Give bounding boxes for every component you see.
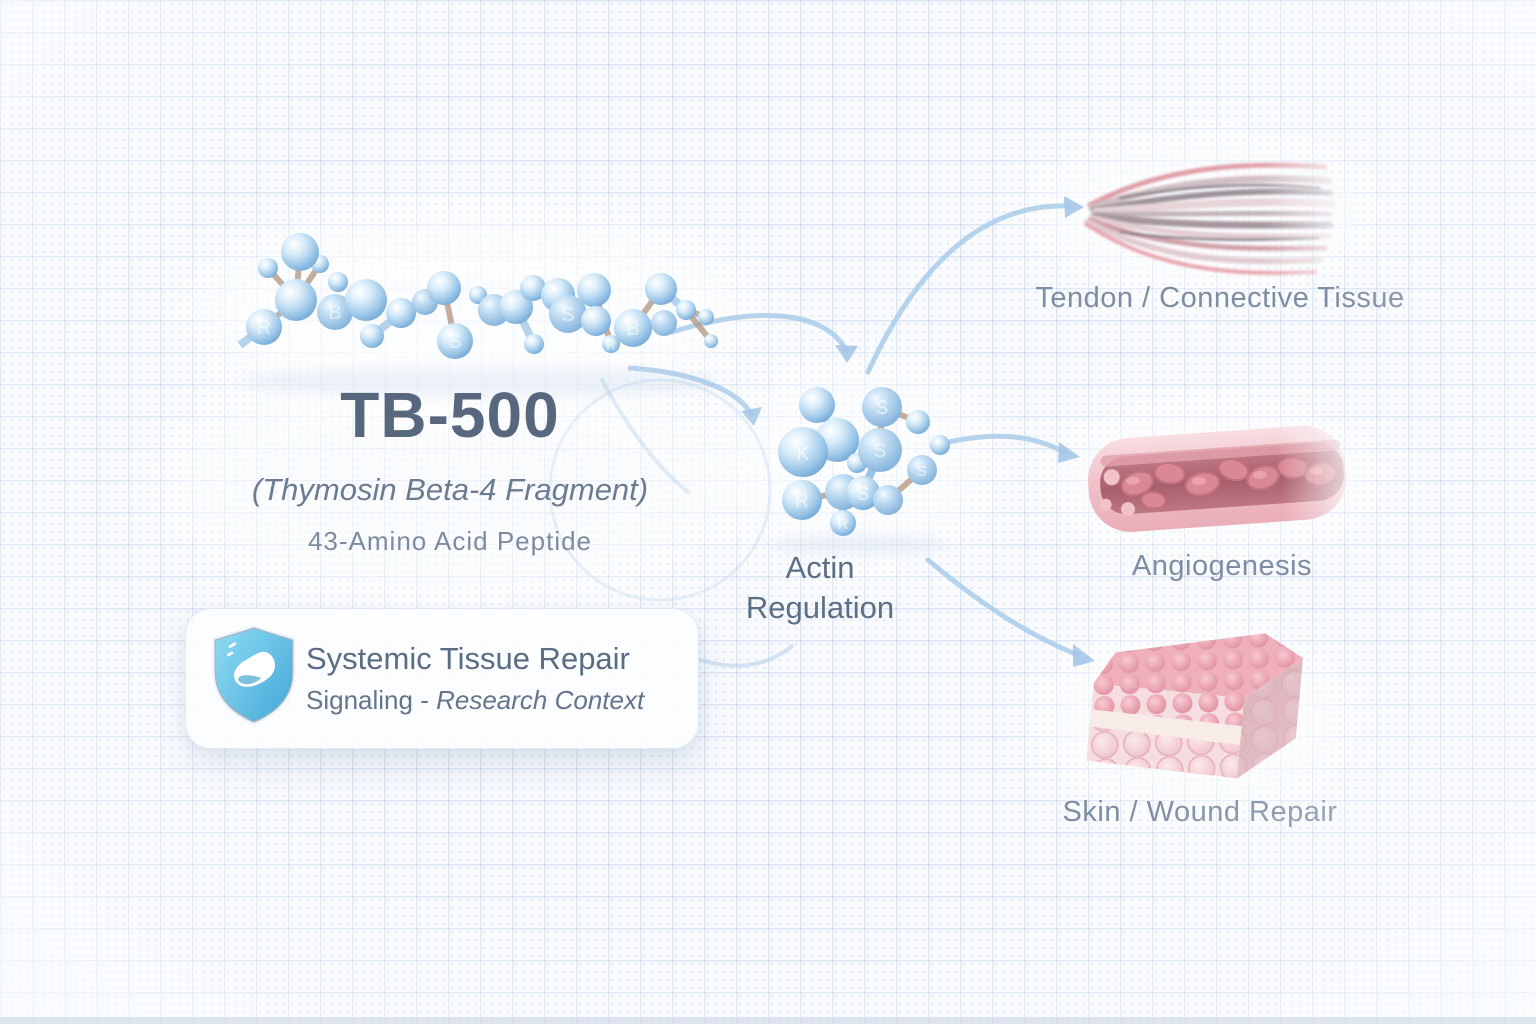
blood-vessel-illustration [1087,425,1347,532]
arrow-badge-to-hub [698,644,794,668]
subtitle: (Thymosin Beta-4 Fragment) [251,472,649,507]
badge-text: Systemic Tissue Repair Signaling - Resea… [306,641,644,716]
hub-label-line2: Regulation [745,590,895,625]
hub-letter: S [874,441,887,462]
hub-letter: R [838,516,849,533]
badge-line1: Systemic Tissue Repair [306,641,630,676]
hub-letter: R [795,491,809,512]
hub-letter: S [876,398,889,419]
hub-label-line1: Actin [785,550,855,585]
molecule-letter: B [328,302,341,324]
badge-line2-italic: Research Context [436,685,645,715]
systemic-repair-badge: Systemic Tissue Repair Signaling - Resea… [185,608,699,749]
descriptor: 43-Amino Acid Peptide [307,526,593,556]
title-block: TB-500 (Thymosin Beta-4 Fragment) 43-Ami… [170,378,730,557]
tendon-label: Tendon / Connective Tissue [1035,282,1405,314]
shield-icon [208,624,300,733]
hub-letter: S [917,463,927,480]
badge-line2: Signaling - Research Context [306,685,644,716]
actin-regulation-label: Actin Regulation [700,548,940,628]
hub-letter: S [857,484,870,505]
molecule-letter: S [561,304,574,326]
bottom-edge-strip [0,1017,1536,1024]
molecule-letter: R [257,317,271,339]
skin-label: Skin / Wound Repair [1062,796,1338,828]
molecule-letter: S [448,331,461,353]
hub-letter: K [797,444,810,465]
angiogenesis-label: Angiogenesis [1131,550,1313,582]
molecule-letter: B [626,318,639,340]
molecule-letter: R [606,337,616,353]
badge-line2-prefix: Signaling - [306,685,437,715]
page-title: TB-500 [340,379,560,451]
